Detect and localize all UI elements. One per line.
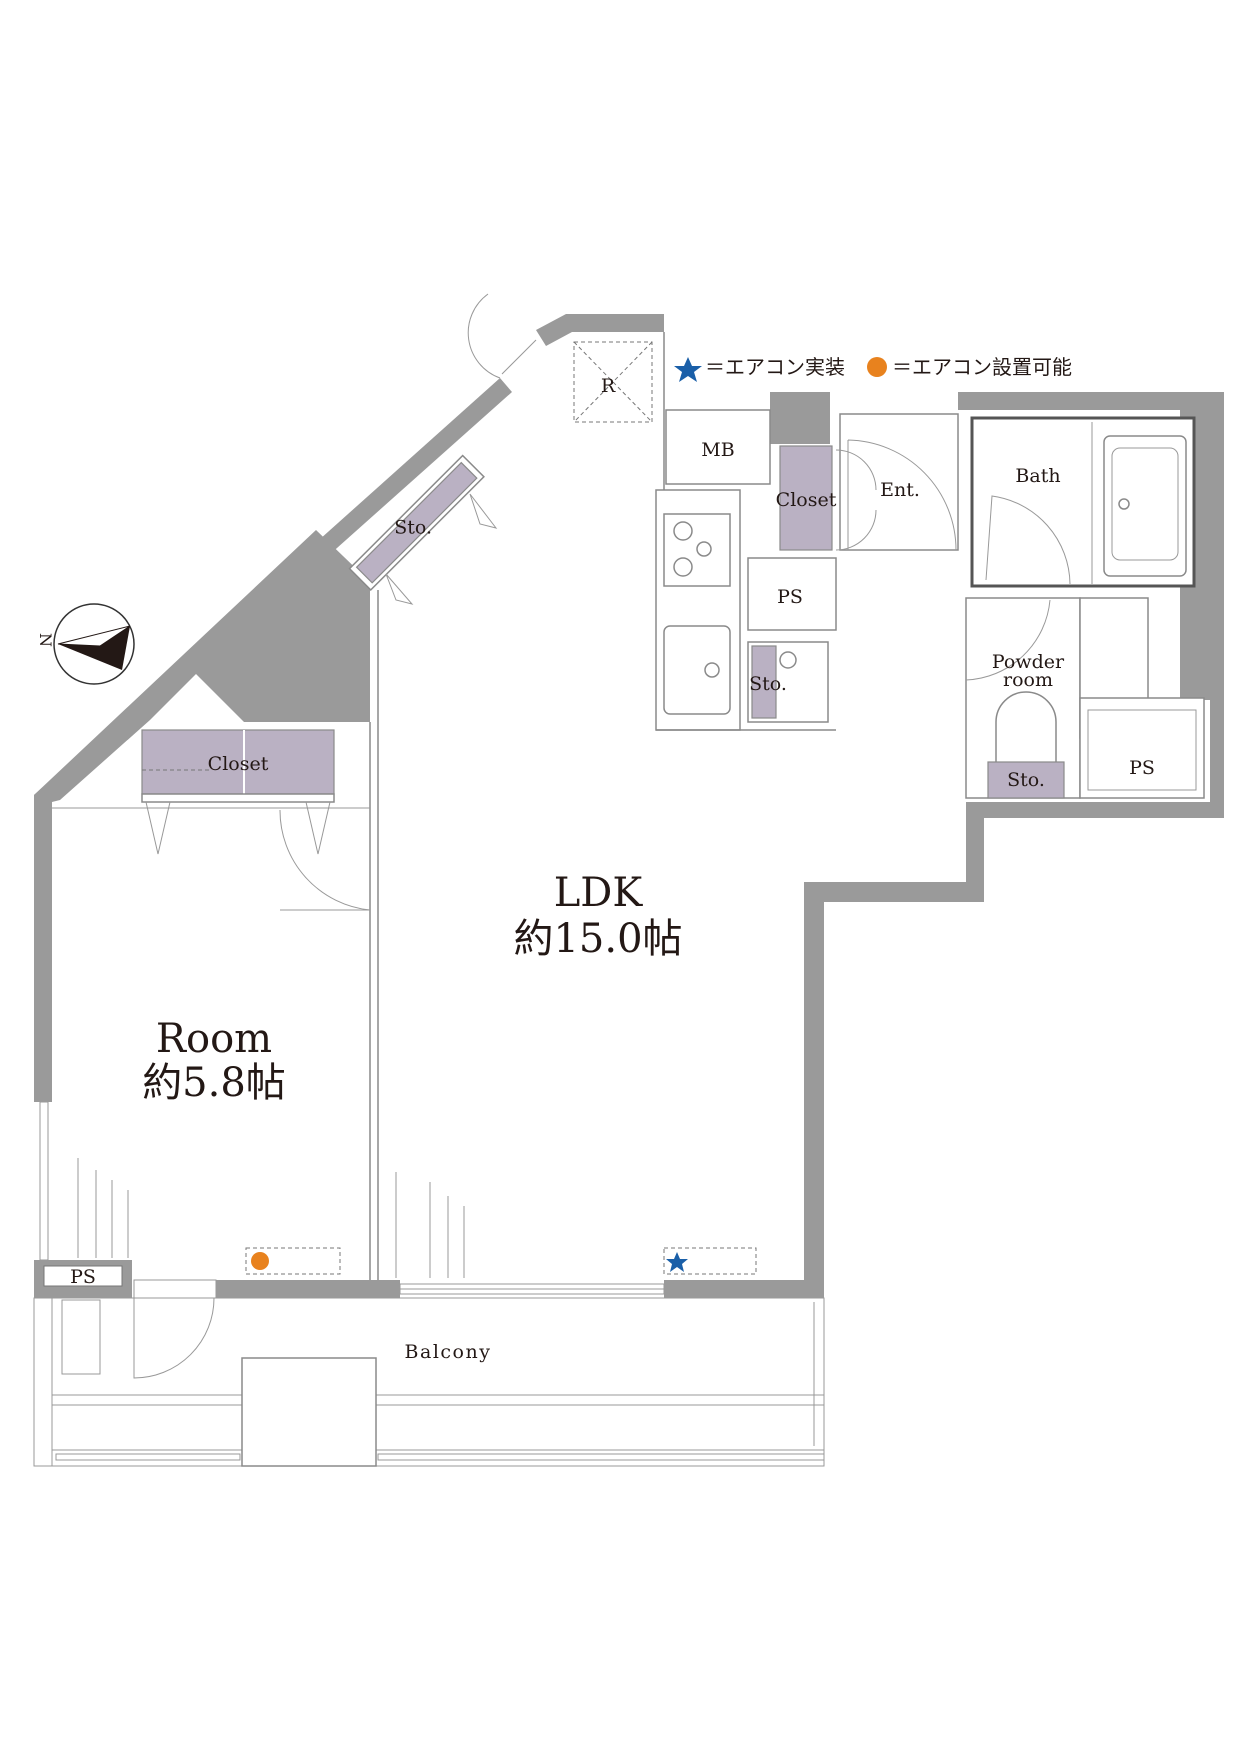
ldk-label: LDK (554, 870, 644, 916)
legend-possible: ＝エアコン設置可能 (892, 355, 1072, 379)
ac-legend: ＝エアコン実装 ＝エアコン設置可能 (674, 355, 1072, 382)
ldk-size: 約15.0帖 (513, 916, 682, 962)
sink-icon (663, 625, 731, 715)
svg-text:Powder: Powder (992, 651, 1065, 673)
ac-possible-marker (245, 1247, 341, 1275)
diagonal-storage[interactable]: Sto. (346, 452, 489, 595)
svg-text:Bath: Bath (1015, 465, 1060, 487)
kitchen-closet (779, 445, 833, 551)
compass-icon: N (36, 603, 135, 685)
svg-text:Closet: Closet (776, 489, 837, 511)
room-size: 約5.8帖 (142, 1060, 286, 1106)
room-closet-label: Closet (208, 753, 269, 775)
bath-ps (1079, 697, 1205, 799)
outdoor-unit (241, 1357, 377, 1467)
meter-box (665, 409, 771, 485)
refrigerator-space (573, 341, 653, 423)
balcony-door-swing (133, 1297, 215, 1379)
room-window (39, 1101, 49, 1261)
room-door-swing (279, 809, 371, 911)
svg-text:Sto.: Sto. (749, 673, 787, 695)
north-label: N (36, 633, 55, 647)
svg-text:PS: PS (1129, 757, 1155, 779)
svg-text:Sto.: Sto. (1007, 769, 1045, 791)
kitchen-ps (747, 557, 837, 631)
refrigerator-label: R (601, 375, 616, 397)
svg-text:PS: PS (777, 586, 803, 608)
room-closet[interactable]: Closet (141, 729, 335, 855)
room-label: Room (156, 1016, 272, 1062)
service-door (467, 293, 537, 379)
legend-installed: ＝エアコン実装 (705, 355, 845, 379)
powder-room[interactable]: PS Sto. Powder room (965, 597, 1205, 799)
toilet-icon (995, 691, 1057, 762)
balcony-label: Balcony (405, 1341, 492, 1363)
star-icon (666, 1252, 688, 1272)
ac-installed-marker (663, 1247, 757, 1275)
svg-text:room: room (1003, 669, 1053, 691)
entrance[interactable]: Ent. (835, 413, 959, 551)
svg-text:MB: MB (701, 439, 734, 461)
balcony-ps-label: PS (70, 1266, 96, 1288)
star-icon (674, 357, 702, 382)
partitions (52, 590, 465, 1280)
bathtub-icon (1103, 435, 1187, 577)
svg-text:Ent.: Ent. (880, 479, 920, 501)
kitchen: R MB Closet PS Sto. (573, 332, 837, 731)
bathroom[interactable]: Bath (970, 416, 1196, 588)
powder-storage (987, 761, 1065, 799)
balcony: Balcony (33, 1297, 825, 1467)
orange-dot-icon (867, 357, 887, 377)
svg-text:Sto.: Sto. (394, 517, 432, 539)
balcony-ps-box (43, 1265, 123, 1287)
